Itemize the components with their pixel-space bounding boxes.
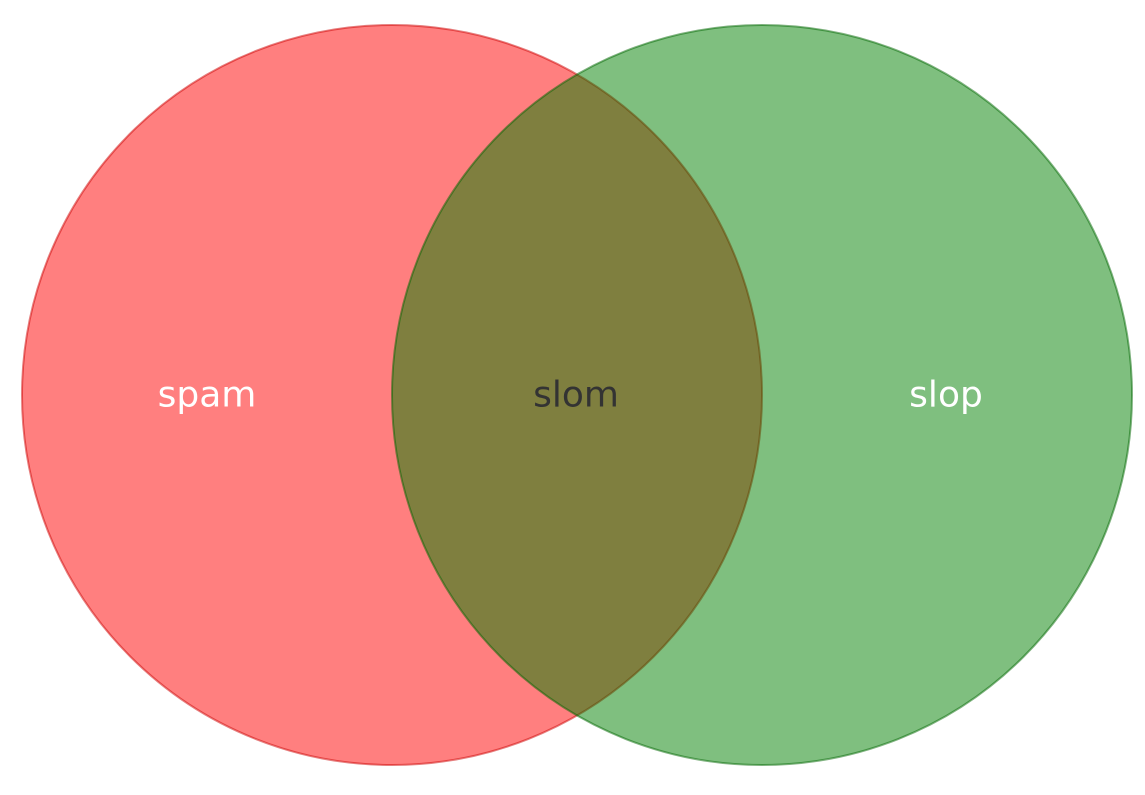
label-spam: spam: [157, 374, 257, 416]
label-intersection: slom: [533, 374, 619, 416]
circle-slop: [391, 24, 1133, 766]
label-slop: slop: [909, 374, 983, 416]
